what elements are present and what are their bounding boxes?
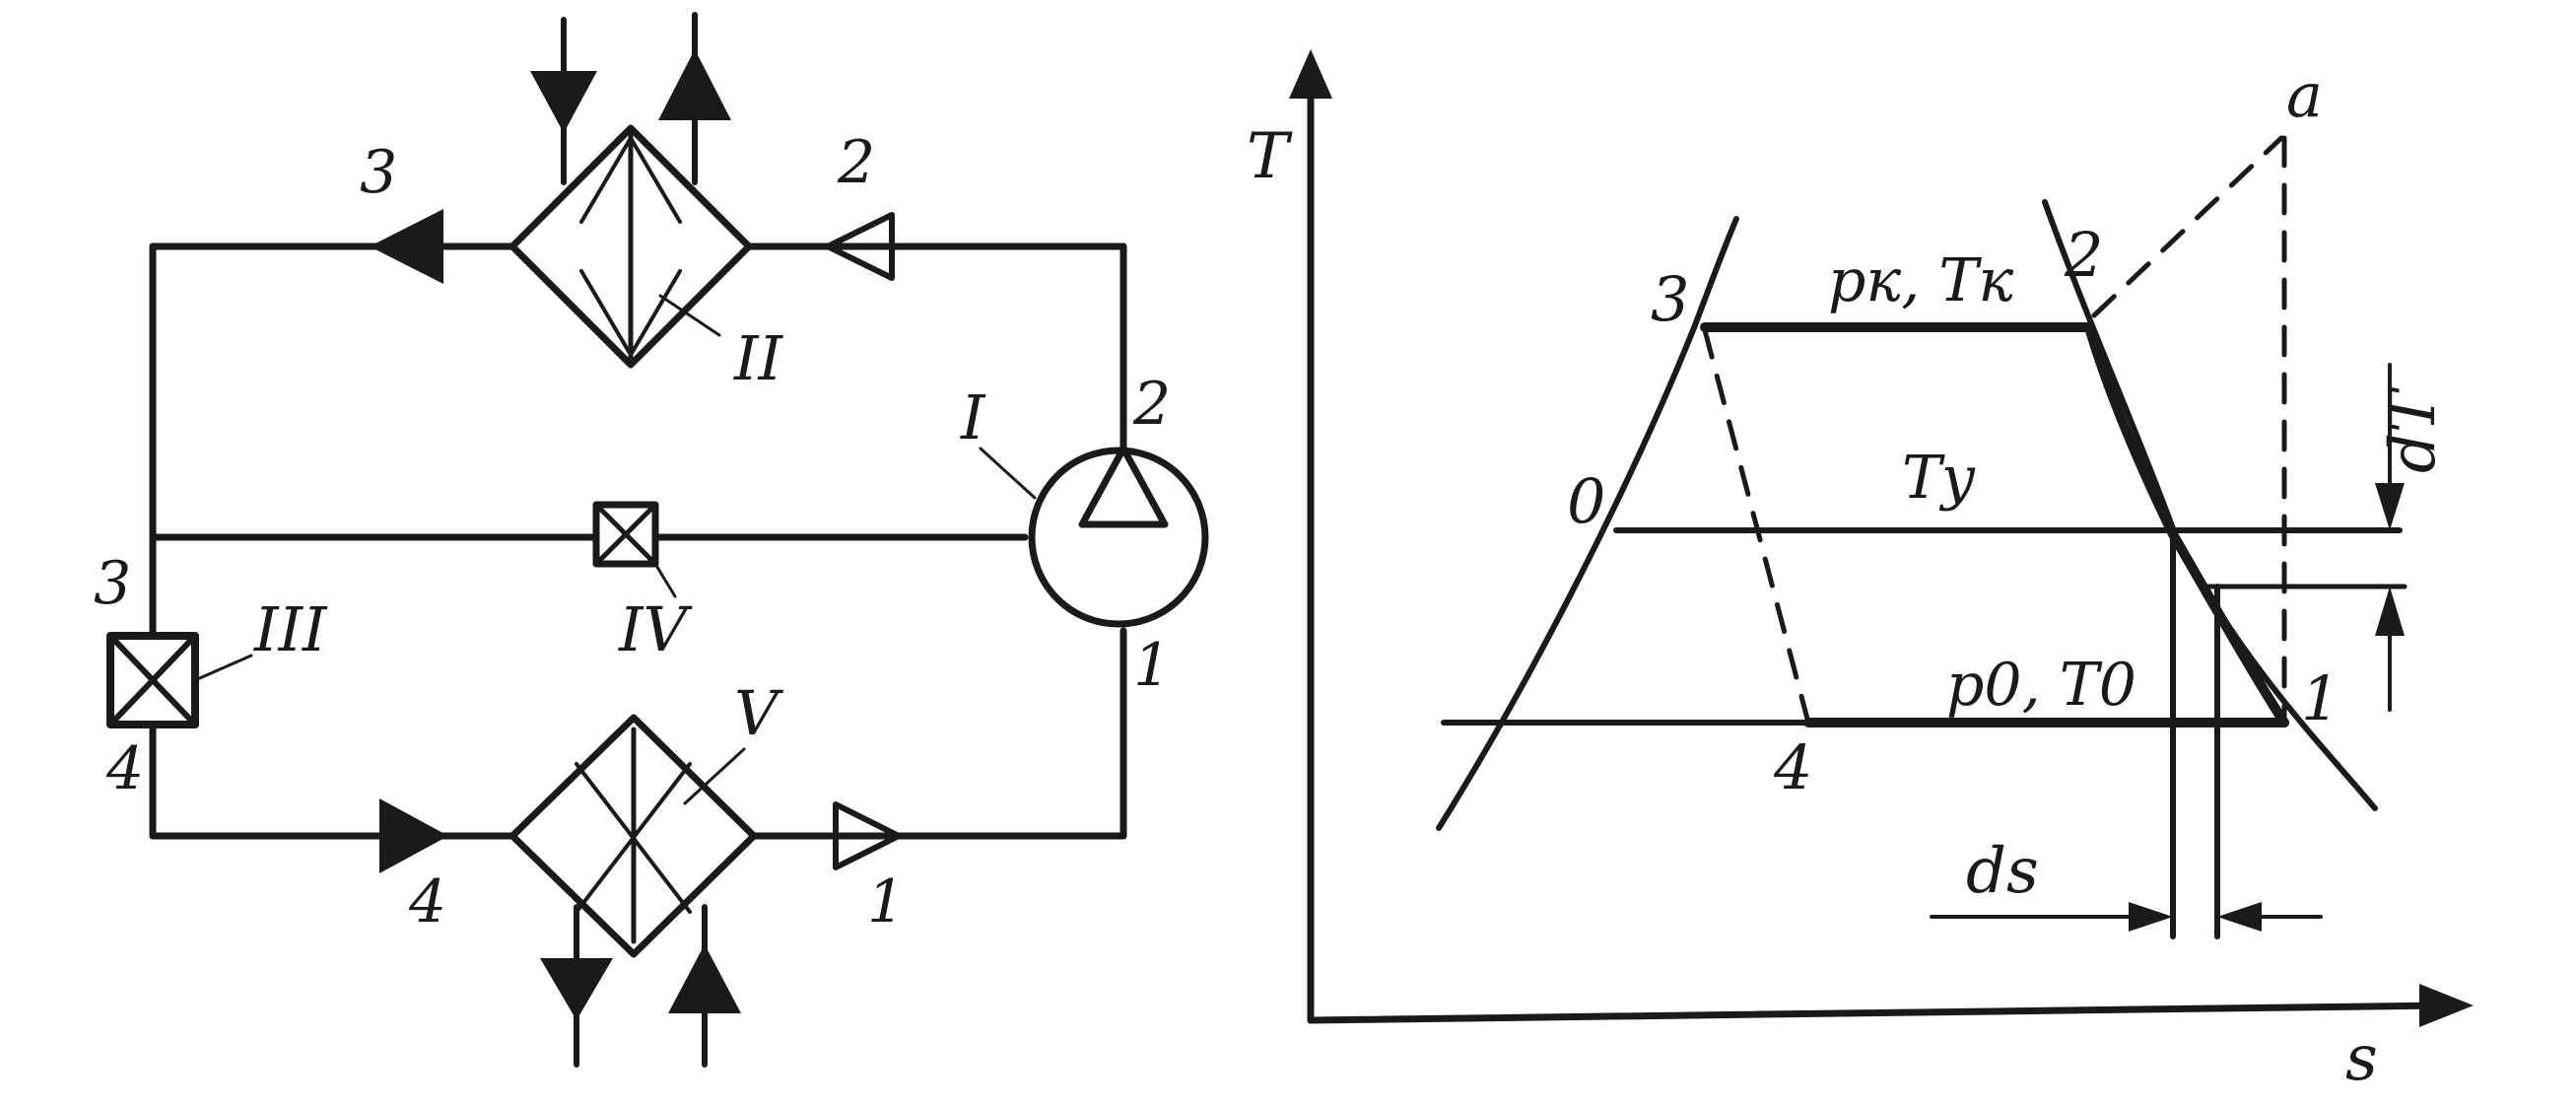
entropy-axis xyxy=(1307,1002,2448,1024)
point-label-a: a xyxy=(2286,59,2323,131)
point-label-4: 4 xyxy=(1773,731,1812,803)
schematic-component-labels: I II III IV V xyxy=(253,322,986,749)
throttling-line-3-4 xyxy=(1702,327,1811,726)
node-label-2-compressor: 2 xyxy=(1132,370,1171,439)
condenser-heat-exchanger xyxy=(508,124,753,369)
dashed-2-a xyxy=(2091,135,2284,318)
node-label-4-bottom: 4 xyxy=(408,867,446,936)
entropy-axis-arrow-icon xyxy=(2419,984,2474,1027)
flow-arrow-left-icon xyxy=(370,209,443,284)
axes: T s xyxy=(1247,49,2474,1095)
isolines xyxy=(1441,322,2407,727)
ts-diagram: T s xyxy=(1247,49,2474,1095)
throttle-valve-bypass xyxy=(592,501,677,598)
label-intermediate: Tу xyxy=(1902,444,1976,513)
flow-arrow-right-open-icon xyxy=(833,801,902,870)
point-label-3: 3 xyxy=(1651,263,1689,335)
label-condenser: II xyxy=(733,322,783,394)
point-label-1: 1 xyxy=(2301,662,2339,734)
dT-arrow-up-icon xyxy=(2375,587,2405,636)
schematic-node-labels: 3 2 2 1 3 4 4 1 xyxy=(94,128,1171,936)
dashed-lines xyxy=(1702,135,2287,726)
node-label-2-top: 2 xyxy=(837,128,875,197)
ds-label: ds xyxy=(1966,835,2039,908)
ts-isoline-labels: pк, Tк Tу p0, T0 xyxy=(1828,246,2136,720)
label-throttle-bypass: IV xyxy=(618,593,693,665)
brine-in-arrow-icon xyxy=(668,944,741,1013)
flow-arrows xyxy=(370,209,902,873)
condenser-coolant-ports xyxy=(530,12,731,185)
node-label-4-left: 4 xyxy=(105,734,144,803)
label-condensation: pк, Tк xyxy=(1828,246,2013,315)
node-label-3-top: 3 xyxy=(360,138,397,207)
temperature-axis-label: T xyxy=(1247,120,1293,193)
ds-dimension: ds xyxy=(1930,835,2323,932)
elementary-strip xyxy=(2170,534,2220,939)
flow-arrow-left-open-icon xyxy=(825,212,895,281)
liquid-saturation-line xyxy=(1436,216,1739,831)
coolant-out-arrow-icon xyxy=(658,49,731,120)
compression-path xyxy=(2084,322,2289,727)
temperature-axis-arrow-icon xyxy=(1289,49,1332,99)
schematic-diagram: 3 2 2 1 3 4 4 1 I II III IV V xyxy=(94,12,1209,1068)
node-label-1-bottom: 1 xyxy=(867,867,905,936)
label-evaporation: p0, T0 xyxy=(1946,651,2136,720)
compressor xyxy=(979,445,1209,628)
pipe-network xyxy=(149,242,1127,840)
evaporator-brine-ports xyxy=(540,904,741,1068)
dT-arrow-down-icon xyxy=(2375,483,2405,530)
coolant-in-arrow-icon xyxy=(530,71,597,133)
ds-arrow-right-icon xyxy=(2129,902,2173,932)
label-compressor: I xyxy=(960,381,986,453)
flow-arrow-right-icon xyxy=(379,798,448,873)
entropy-axis-label: s xyxy=(2345,1022,2378,1095)
point-label-0: 0 xyxy=(1567,465,1605,537)
throttle-valve-main xyxy=(106,632,253,728)
ds-arrow-left-icon xyxy=(2217,902,2262,932)
brine-out-arrow-icon xyxy=(540,958,613,1020)
dT-dimension: dT xyxy=(2375,363,2450,712)
dT-label: dT xyxy=(2377,386,2450,473)
label-throttle-main: III xyxy=(253,593,328,665)
label-evaporator: V xyxy=(734,677,784,749)
point-label-2: 2 xyxy=(2064,219,2103,291)
node-label-3-left: 3 xyxy=(94,549,131,618)
node-label-1-compressor: 1 xyxy=(1133,631,1171,700)
evaporator-heat-exchanger xyxy=(508,714,758,958)
ts-point-labels: 3 2 a 0 1 4 xyxy=(1567,59,2339,803)
